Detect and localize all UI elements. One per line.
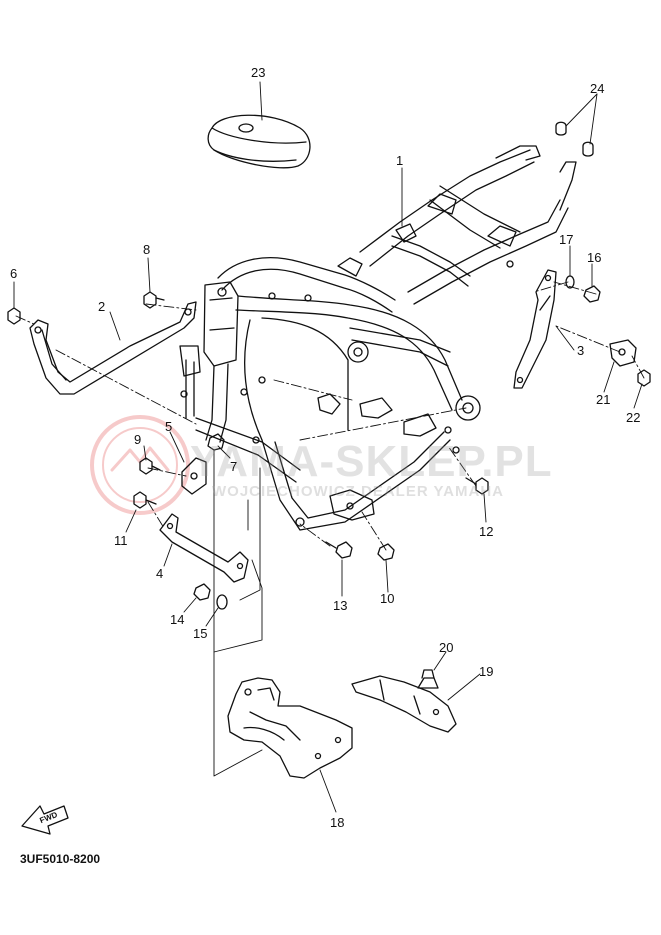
lower-guard-part: [351, 675, 457, 733]
rear-bracket-part: [513, 269, 557, 389]
callout-15: 15: [193, 626, 208, 641]
lower-cover-part: [227, 677, 353, 779]
callout-21: 21: [596, 392, 611, 407]
leader-lines: [13, 81, 645, 813]
callout-13: 13: [333, 598, 348, 613]
callout-3: 3: [577, 343, 585, 358]
plate-part: [181, 457, 207, 495]
callout-6: 6: [10, 266, 18, 281]
callout-19: 19: [479, 664, 494, 679]
callout-4: 4: [156, 566, 164, 581]
callout-2: 2: [98, 299, 106, 314]
cap-part: [555, 121, 594, 157]
callout-10: 10: [380, 591, 395, 606]
lower-stay-part: [159, 513, 249, 583]
callout-22: 22: [626, 410, 641, 425]
callout-18: 18: [330, 815, 345, 830]
callout-5: 5: [165, 419, 173, 434]
drawing-code: 3UF5010-8200: [20, 852, 101, 866]
fwd-arrow-icon: [21, 805, 69, 835]
callout-8: 8: [143, 242, 151, 257]
callout-11: 11: [114, 533, 128, 548]
callout-17: 17: [559, 232, 574, 247]
callout-7: 7: [230, 459, 238, 474]
callout-12: 12: [479, 524, 494, 539]
front-bracket-part: [29, 301, 197, 395]
callout-24: 24: [590, 81, 605, 96]
callout-20: 20: [439, 640, 454, 655]
callout-9: 9: [134, 432, 142, 447]
callout-14: 14: [170, 612, 185, 627]
callout-23: 23: [251, 65, 266, 80]
damper-part: [417, 669, 439, 689]
main-frame-part: [179, 145, 577, 531]
seat-pad-part: [207, 114, 311, 169]
watermark-subtitle: WOJCIECHOWICZ DEALER YAMAHA: [212, 483, 505, 500]
watermark-title: YAMA-SKLEP.PL: [190, 437, 553, 486]
callout-1: 1: [396, 153, 404, 168]
callout-16: 16: [587, 250, 602, 265]
